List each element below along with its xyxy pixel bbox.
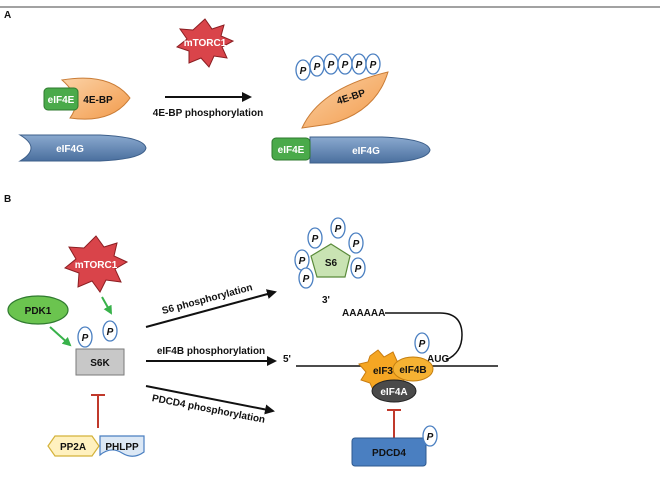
fourebp-label-left: 4E-BP bbox=[83, 95, 113, 106]
pdk1-label: PDK1 bbox=[25, 306, 52, 317]
eif3-label: eIF3 bbox=[373, 366, 393, 377]
eif4a-label: eIF4A bbox=[380, 387, 407, 398]
eif4e-box-right bbox=[271, 137, 311, 161]
eif4g-label-left: eIF4G bbox=[56, 144, 84, 155]
p-label: P bbox=[314, 62, 321, 73]
p-circle bbox=[330, 217, 346, 239]
arrow-pdk1-to-s6k bbox=[49, 326, 72, 347]
p-label: P bbox=[299, 256, 306, 267]
eif4e-label-right: eIF4E bbox=[278, 145, 305, 156]
arrow-label-4ebp: 4E-BP phosphorylation bbox=[153, 108, 263, 119]
pdcd4-label: PDCD4 bbox=[372, 448, 406, 459]
p-label: P bbox=[370, 60, 377, 71]
left-complex-a: eIF4E 4E-BP eIF4G bbox=[18, 77, 147, 162]
arrow-label-s6: S6 phosphorylation bbox=[161, 282, 254, 317]
p-label: P bbox=[328, 60, 335, 71]
pp2a-label: PP2A bbox=[60, 442, 86, 453]
eif4g-label-right: eIF4G bbox=[352, 146, 380, 157]
pp2a-node: PP2A bbox=[47, 435, 100, 457]
five-prime-label: 5' bbox=[283, 354, 291, 365]
p-circle bbox=[414, 332, 430, 354]
s6k-label: S6K bbox=[90, 358, 110, 369]
mtorc1-label-a: mTORC1 bbox=[184, 38, 227, 49]
p-circle bbox=[422, 425, 438, 447]
p-label: P bbox=[419, 339, 426, 350]
p-label: P bbox=[312, 234, 319, 245]
p-circle bbox=[102, 320, 118, 342]
right-complex-a: 4E-BP P P P P P P eIF4G eIF4E bbox=[271, 53, 431, 164]
arrow-label-eif4b: eIF4B phosphorylation bbox=[157, 346, 265, 357]
s6k-node: P P S6K bbox=[75, 320, 125, 376]
s6-label: S6 bbox=[325, 258, 338, 269]
arrow-s6-phosphorylation bbox=[145, 289, 277, 328]
p-circle bbox=[77, 326, 93, 348]
eif4b-label: eIF4B bbox=[399, 365, 426, 376]
mrna-loop bbox=[385, 312, 463, 361]
pdk1-node: PDK1 bbox=[7, 295, 69, 325]
p-circle bbox=[350, 257, 366, 279]
p-label: P bbox=[427, 432, 434, 443]
panel-b-label: B bbox=[4, 194, 11, 205]
p-label: P bbox=[342, 60, 349, 71]
arrow-mtorc1-to-s6k bbox=[101, 296, 112, 315]
initiation-complex: eIF3 eIF4B P eIF4A bbox=[358, 332, 434, 403]
p-label: P bbox=[303, 274, 310, 285]
panel-a-label: A bbox=[4, 10, 11, 21]
s6-node: S6 P P P P P P bbox=[294, 217, 366, 289]
mtorc1-label-b: mTORC1 bbox=[75, 260, 118, 271]
eif4e-label-left: eIF4E bbox=[48, 95, 75, 106]
mtorc1-star-b: mTORC1 bbox=[63, 235, 129, 293]
fourebp-shape-right bbox=[301, 71, 389, 129]
p-label: P bbox=[82, 333, 89, 344]
p-label: P bbox=[353, 239, 360, 250]
p-circle bbox=[348, 232, 364, 254]
p-circle bbox=[298, 267, 314, 289]
p-label: P bbox=[335, 224, 342, 235]
p-label: P bbox=[355, 264, 362, 275]
eif4g-shape-left bbox=[18, 134, 147, 162]
p-circle bbox=[307, 227, 323, 249]
arrow-pdcd4-phosphorylation bbox=[145, 385, 275, 415]
p-label: P bbox=[356, 60, 363, 71]
eif4a-shape bbox=[371, 379, 417, 403]
phospho-group-a: P P P P P P bbox=[295, 53, 381, 81]
eif4b-shape bbox=[392, 356, 434, 382]
pdcd4-node: PDCD4 P bbox=[351, 425, 438, 467]
mtorc1-star-a: mTORC1 bbox=[175, 18, 235, 68]
phlpp-label: PHLPP bbox=[105, 442, 139, 453]
p-label: P bbox=[300, 66, 307, 77]
polya-label: AAAAAA bbox=[342, 308, 385, 319]
three-prime-label: 3' bbox=[322, 295, 330, 306]
eif4g-shape-right bbox=[309, 136, 431, 164]
phlpp-node: PHLPP bbox=[99, 435, 145, 457]
aug-label: AUG bbox=[427, 354, 449, 365]
p-label: P bbox=[107, 327, 114, 338]
eif4e-box-left bbox=[43, 87, 79, 111]
p-circle bbox=[365, 53, 381, 75]
